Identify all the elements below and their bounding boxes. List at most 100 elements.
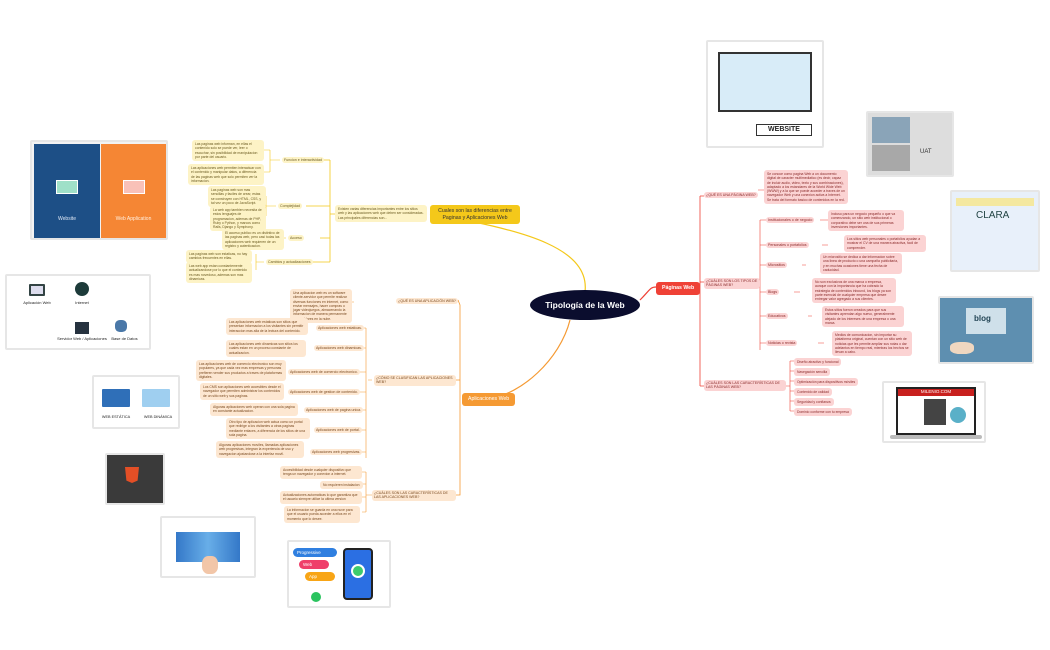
news-graphic bbox=[950, 407, 966, 423]
pages-feature[interactable]: Optimización para dispositivos móviles bbox=[794, 378, 859, 387]
pages-type[interactable]: Institucionales o de negocio bbox=[766, 217, 815, 224]
branch-differences[interactable]: Cuales son las diferencias entre Paginas… bbox=[430, 205, 520, 224]
diff-note[interactable]: La web app tambien necesita de estos len… bbox=[210, 206, 266, 232]
pages-features-label[interactable]: ¿CUÁLES SON LAS CARACTERÍSTICAS DE LAS P… bbox=[704, 380, 786, 391]
pages-feature[interactable]: Seguridad y confianza bbox=[794, 398, 834, 407]
diff-note[interactable]: Las aplicaciones web permiten interactua… bbox=[188, 164, 264, 185]
milenio-header: MILENIO.COM bbox=[898, 389, 974, 396]
root-node[interactable]: Tipología de la Web bbox=[530, 290, 640, 320]
image-portal-educativo[interactable]: CLARA bbox=[950, 190, 1040, 272]
classify-note[interactable]: Algunas aplicaciones moviles, llamadas a… bbox=[216, 441, 304, 458]
static-monitor-icon bbox=[102, 389, 130, 407]
apps-classify-label[interactable]: ¿CÓMO SE CLASIFICAN LAS APLICACIONES WEB… bbox=[374, 375, 456, 386]
image-uat[interactable]: UAT bbox=[866, 111, 954, 177]
wireframe-screen bbox=[718, 52, 812, 112]
classify-note[interactable]: Los CMS son aplicaciones web accesibles … bbox=[200, 383, 284, 400]
image-html5-laptop[interactable] bbox=[105, 453, 165, 505]
classify-note[interactable]: Las aplicaciones web estaticas son sitio… bbox=[226, 318, 308, 335]
classify-item[interactable]: Aplicaciones web progresivas. bbox=[310, 449, 363, 456]
building-photo bbox=[872, 145, 910, 171]
image-blog[interactable]: blog bbox=[938, 296, 1034, 364]
image-static-dynamic[interactable]: WEB ESTÁTICA WEB DINÁMICA bbox=[92, 375, 180, 429]
dynamic-caption: WEB DINÁMICA bbox=[143, 415, 173, 419]
pages-type-note[interactable]: Los sitios web personales o portafolios … bbox=[844, 235, 926, 252]
apps-feature[interactable]: Accesibilidad desde cualquier dispositiv… bbox=[280, 466, 362, 479]
pages-type[interactable]: Micrositios bbox=[766, 262, 787, 269]
diff-note[interactable]: Las paginas web son estaticas, no hay ca… bbox=[186, 250, 252, 263]
server-icon bbox=[75, 322, 89, 334]
website-caption: Website bbox=[58, 216, 76, 222]
diff-label-interactivity[interactable]: Funcion e interactividad bbox=[282, 157, 324, 164]
pages-type[interactable]: Noticias o revista bbox=[766, 340, 798, 347]
laptop-screen: MILENIO.COM bbox=[896, 387, 976, 435]
pages-type[interactable]: Personales o portafolios bbox=[766, 242, 809, 249]
diff-label-changes[interactable]: Cambios y actualizaciones bbox=[266, 259, 313, 266]
apps-feature[interactable]: Actualizaciones automaticas lo que garan… bbox=[280, 491, 362, 504]
pages-type-note[interactable]: Incluso para un negocio pequeño o que va… bbox=[828, 210, 904, 231]
pages-type-note[interactable]: Medios de comunicacion, sin importar su … bbox=[832, 331, 912, 357]
image-milenio[interactable]: MILENIO.COM bbox=[882, 381, 986, 443]
news-photo bbox=[924, 399, 946, 425]
diff-note[interactable]: Las paginas web son mas sencillas y faci… bbox=[208, 186, 266, 207]
image-responsive-devices[interactable] bbox=[160, 516, 256, 578]
branch-apps-title: Aplicaciones Web bbox=[468, 396, 510, 402]
pages-feature[interactable]: Contenido de calidad bbox=[794, 388, 832, 397]
apps-feature[interactable]: No requieren instalacion bbox=[320, 481, 363, 490]
webapp-caption: Web Application bbox=[115, 216, 152, 222]
app-caption: Aplicación Web bbox=[23, 300, 51, 305]
website-banner: WEBSITE bbox=[756, 124, 812, 136]
classify-item[interactable]: Aplicaciones web de portal. bbox=[314, 427, 362, 434]
image-website-vs-webapp[interactable]: Website Web Application bbox=[30, 140, 168, 240]
image-pwa[interactable]: Progressive Web App bbox=[287, 540, 391, 608]
classify-note[interactable]: Algunas aplicaciones web operan con una … bbox=[210, 403, 298, 416]
classify-note[interactable]: Otro tipo de aplicacion web actua como u… bbox=[226, 418, 310, 439]
laptop-base bbox=[890, 435, 982, 439]
server-caption: Servidor Web / Aplicaciones bbox=[57, 336, 107, 341]
branch-pages[interactable]: Páginas Web bbox=[656, 282, 701, 295]
website-panel: Website bbox=[34, 144, 100, 238]
classify-item[interactable]: Aplicaciones web de pagina unica. bbox=[304, 407, 364, 414]
pages-type-note[interactable]: No son exclusivos de una marca o empresa… bbox=[812, 278, 896, 304]
branch-differences-title: Cuales son las diferencias entre Paginas… bbox=[438, 208, 512, 221]
apps-features-label[interactable]: ¿CUÁLES SON LAS CARACTERÍSTICAS DE LAS A… bbox=[372, 490, 456, 501]
pages-type[interactable]: Blogs bbox=[766, 289, 779, 296]
apps-feature[interactable]: La informacion se guarda en una nuve par… bbox=[284, 506, 360, 523]
diff-note[interactable]: Las web app estan constantemente actuali… bbox=[186, 262, 252, 283]
pwa-web-tag: Web bbox=[299, 560, 329, 569]
portal-header bbox=[956, 198, 1034, 206]
webapp-panel: Web Application bbox=[101, 144, 166, 238]
branch-apps[interactable]: Aplicaciones Web bbox=[462, 393, 516, 406]
pages-feature[interactable]: Dominio conforme con tu empresa bbox=[794, 408, 852, 417]
pages-type-note[interactable]: Un micrositio se dedica a dar informacio… bbox=[820, 253, 902, 274]
pages-type[interactable]: Educativos bbox=[766, 313, 788, 320]
classify-note[interactable]: Las aplicaciones web de comercio electro… bbox=[196, 360, 286, 381]
pages-type-note[interactable]: Estos sitios fueron creados para que sus… bbox=[822, 306, 904, 327]
hand-icon bbox=[950, 342, 974, 354]
differences-intro[interactable]: Existen varias diferencias importantes e… bbox=[335, 205, 427, 222]
blog-word: blog bbox=[974, 314, 991, 323]
classify-item[interactable]: Aplicaciones web de gestion de contenido… bbox=[288, 389, 360, 396]
diff-label-complexity[interactable]: Complejidad bbox=[278, 203, 302, 210]
dynamic-monitor-icon bbox=[142, 389, 170, 407]
pages-feature[interactable]: Navegación sencilla bbox=[794, 368, 831, 377]
classify-note[interactable]: Las aplicaciones web dinamicas son sitio… bbox=[226, 340, 306, 357]
diff-label-access[interactable]: Acceso bbox=[288, 235, 304, 242]
diff-note[interactable]: Las paginas web informan, en ellas el co… bbox=[192, 140, 264, 161]
globe-icon bbox=[75, 282, 89, 296]
pages-feature[interactable]: Diseño atractivo y funcional bbox=[794, 358, 842, 367]
classify-item[interactable]: Aplicaciones web estaticas. bbox=[316, 325, 364, 332]
classify-item[interactable]: Aplicaciones web dinamicas. bbox=[314, 345, 364, 352]
image-architecture[interactable]: Aplicación Web Internet Servidor Web / A… bbox=[5, 274, 151, 350]
apps-what-label[interactable]: ¿QUÉ ES UNA APLICACIÓN WEB? bbox=[396, 298, 458, 305]
laptop-photo bbox=[872, 117, 910, 143]
diff-note[interactable]: El acceso publico es un distintivo de la… bbox=[222, 229, 284, 250]
pages-what-note[interactable]: Se conoce como pagina Web a un documento… bbox=[764, 170, 848, 204]
pages-types-label[interactable]: ¿CUÁLES SON LOS TIPOS DE PÁGINAS WEB? bbox=[704, 278, 760, 289]
pages-what-label[interactable]: ¿QUÉ ES UNA PÁGINA WEB? bbox=[704, 192, 758, 199]
pwa-app-tag: App bbox=[305, 572, 335, 581]
classify-item[interactable]: Aplicaciones web de comercio electronico… bbox=[288, 369, 360, 376]
apps-what-note[interactable]: Una aplicacion web es un software client… bbox=[290, 289, 352, 323]
image-website-wireframe[interactable]: WEBSITE bbox=[706, 40, 824, 148]
static-caption: WEB ESTÁTICA bbox=[101, 415, 131, 419]
monitor-icon bbox=[56, 180, 78, 194]
